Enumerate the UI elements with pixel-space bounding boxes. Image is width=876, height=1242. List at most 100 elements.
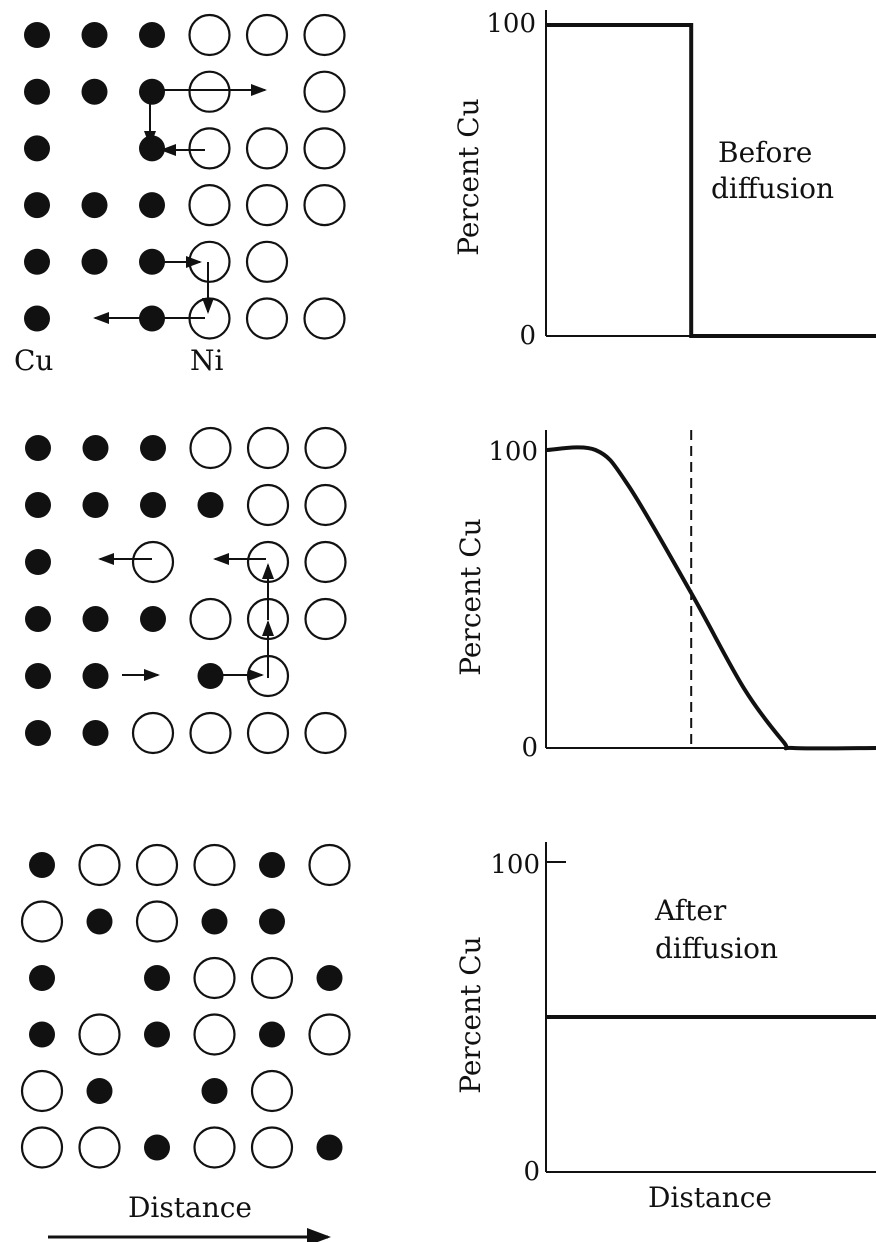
y-tick-label-100: 100 xyxy=(490,850,540,880)
ni-atom xyxy=(250,1126,294,1169)
y-axis-label: Percent Cu xyxy=(454,518,487,675)
cu-atom xyxy=(139,78,165,105)
ni-atom xyxy=(308,1013,351,1056)
cu-atom xyxy=(24,192,50,219)
lattice-after xyxy=(20,843,351,1169)
ni-atom xyxy=(303,184,346,227)
ni-atom xyxy=(188,70,231,113)
cu-atom xyxy=(25,663,51,689)
cu-atom xyxy=(25,720,51,746)
cu-atom xyxy=(201,1078,228,1104)
ni-atom xyxy=(193,1013,236,1056)
cu-atom xyxy=(81,192,108,219)
cu-atom xyxy=(24,22,50,48)
cu-atom xyxy=(82,435,109,461)
ni-atom xyxy=(188,184,231,227)
cu-atom xyxy=(139,22,165,48)
cu-atom xyxy=(82,492,109,518)
cu-atom xyxy=(29,965,55,991)
cu-atom xyxy=(316,965,343,991)
concentration-profile-line xyxy=(546,23,876,338)
ni-atom xyxy=(131,540,175,584)
ni-atom xyxy=(304,597,347,641)
cu-atom xyxy=(259,908,285,935)
cu-atom xyxy=(144,1134,170,1161)
cu-atom xyxy=(81,22,108,48)
cu-atom xyxy=(259,1021,285,1048)
cu-atom xyxy=(24,305,50,332)
ni-atom xyxy=(245,184,289,227)
cu-atom xyxy=(140,435,166,461)
ni-atom xyxy=(250,956,294,1000)
ni-atom xyxy=(304,540,347,584)
ni-atom xyxy=(135,900,179,943)
ni-atom xyxy=(250,1069,294,1113)
ni-atom xyxy=(303,297,346,340)
cu-label: Cu xyxy=(14,344,53,377)
ni-atom xyxy=(188,127,231,170)
cu-atom xyxy=(25,492,51,518)
ni-atom xyxy=(188,13,231,57)
y-axis-label: Percent Cu xyxy=(452,98,485,255)
chart-after: Percent Cu 100 0 After diffusion Distanc… xyxy=(454,842,876,1214)
ni-atom xyxy=(303,13,346,57)
ni-atom xyxy=(135,843,179,887)
ni-atom xyxy=(246,483,290,527)
ni-atom xyxy=(246,426,290,470)
ni-atom xyxy=(78,1126,121,1169)
cu-atom xyxy=(29,1021,55,1048)
ni-atom xyxy=(245,297,289,340)
cu-atom xyxy=(139,192,165,219)
annotation-line-1: Before xyxy=(718,136,812,169)
ni-atom xyxy=(304,426,347,470)
cu-atom xyxy=(81,248,108,275)
y-tick-label-0: 0 xyxy=(523,1157,540,1187)
cu-atom xyxy=(139,135,165,162)
x-axis-label: Distance xyxy=(648,1181,772,1214)
ni-atom xyxy=(193,1126,236,1169)
cu-atom xyxy=(144,1021,170,1048)
ni-atom xyxy=(20,1069,64,1113)
ni-atom xyxy=(303,127,346,170)
ni-label: Ni xyxy=(190,344,224,377)
cu-atom xyxy=(86,1078,113,1104)
cu-atom xyxy=(144,965,170,991)
cu-atom xyxy=(25,435,51,461)
cu-atom xyxy=(25,549,51,575)
cu-atom xyxy=(140,606,166,632)
chart-during: Percent Cu 100 0 xyxy=(454,430,876,763)
ni-atom xyxy=(304,711,347,755)
ni-atom xyxy=(189,426,232,470)
annotation-line-2: diffusion xyxy=(655,932,778,965)
cu-atom xyxy=(24,78,50,105)
ni-atom xyxy=(245,13,289,57)
ni-atom xyxy=(308,843,351,887)
cu-atom xyxy=(81,78,108,105)
ni-atom xyxy=(304,483,347,527)
cu-atom xyxy=(197,663,224,689)
cu-atom xyxy=(24,248,50,275)
ni-atom xyxy=(303,70,346,113)
migration-arrows xyxy=(93,84,274,681)
ni-atom xyxy=(189,597,232,641)
cu-atom xyxy=(25,606,51,632)
ni-atom xyxy=(20,1126,64,1169)
cu-atom xyxy=(201,908,228,935)
cu-atom xyxy=(82,720,109,746)
lattice-before xyxy=(24,13,346,340)
ni-atom xyxy=(78,1013,121,1056)
lattice-during xyxy=(25,426,347,755)
ni-atom xyxy=(193,956,236,1000)
cu-atom xyxy=(29,852,55,878)
cu-atom xyxy=(140,492,166,518)
annotation-line-2: diffusion xyxy=(711,172,834,205)
y-tick-label-0: 0 xyxy=(519,321,536,351)
y-tick-label-100: 100 xyxy=(488,437,538,467)
cu-atom xyxy=(82,606,109,632)
chart-before: Percent Cu 100 0 Before diffusion xyxy=(452,9,876,351)
y-axis-label: Percent Cu xyxy=(454,936,487,1093)
cu-atom xyxy=(197,492,224,518)
concentration-profile-curve xyxy=(545,445,876,751)
cu-atom xyxy=(82,663,109,689)
